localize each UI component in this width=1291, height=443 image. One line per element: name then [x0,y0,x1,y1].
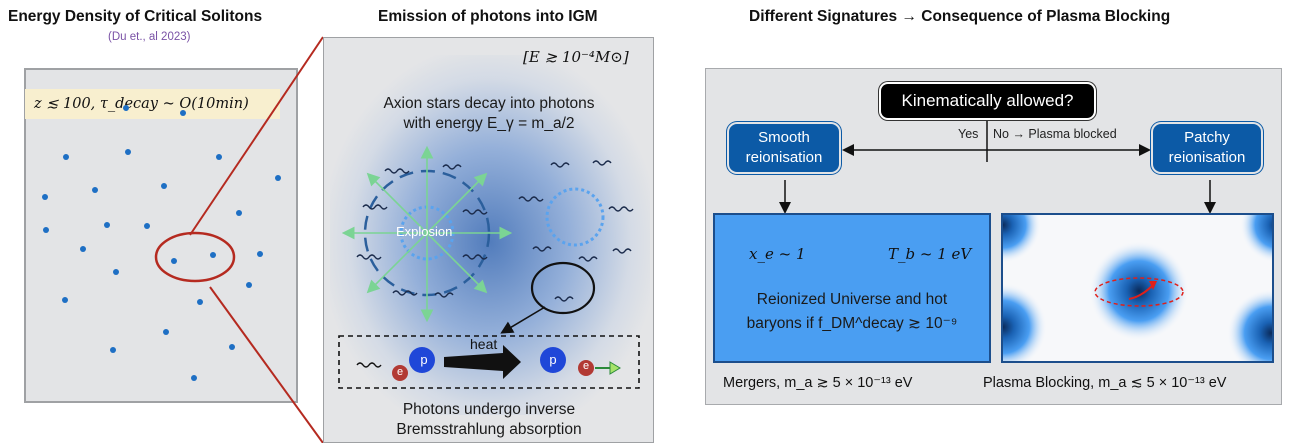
arrowhead-icon [1149,281,1157,290]
smooth-reionisation-box: Smooth reionisation [729,124,839,172]
soliton-dot [210,252,216,258]
reionized-line-1: Reionized Universe and hot [756,291,948,308]
electron-icon-after [578,360,594,376]
photon-wave-icon [356,362,382,368]
heat-label: heat [470,336,498,352]
soliton-dot [123,105,129,111]
kinematics-question-text: Kinematically allowed? [901,91,1074,110]
soliton-dot [161,183,167,189]
explosion-label: Explosion [396,224,453,239]
blocked-photon-arrow [1128,284,1154,300]
bremsstrahlung-line-1: Photons undergo inverse [402,401,576,418]
right-title: Different Signatures → Consequence of Pl… [749,8,1171,25]
soliton-dot [62,297,68,303]
blocked-region-ellipse [1094,277,1184,307]
electron-label: e [396,366,404,378]
bremsstrahlung-line-2: Bremsstrahlung absorption [396,421,582,438]
flow-arrows [779,120,1216,214]
zoom-ellipse [154,231,236,283]
soliton-dot [257,251,263,257]
soliton-dot [42,194,48,200]
solitons-panel [24,68,298,403]
patchy-line-1: Patchy [1184,129,1230,146]
proton-icon-after [540,347,566,373]
soliton-dot [275,175,281,181]
ionized-bubble [1227,289,1272,361]
soliton-dot [191,375,197,381]
baryon-temperature: T_b ~ 1 eV [888,245,972,263]
blocking-caption: Plasma Blocking, m_a ≲ 5 × 10⁻¹³ eV [983,375,1227,391]
soliton-dot [63,154,69,160]
ionized-bubble [1003,283,1047,361]
mergers-caption: Mergers, m_a ≳ 5 × 10⁻¹³ eV [723,375,913,391]
middle-title: Emission of photons into IGM [378,8,598,25]
proton-label-after: p [549,352,557,367]
reionized-line-2: baryons if f_DM^decay ≳ 10⁻⁹ [746,315,958,332]
soliton-dot [229,344,235,350]
proton-icon [409,347,435,373]
zoom-line-bottom [209,286,324,443]
soliton-dot [92,187,98,193]
soliton-dot [80,246,86,252]
zoom-arrow [500,306,546,334]
redshift-condition: z ≲ 100, τ_decay ~ O(10min) [25,89,280,119]
patchy-line-2: reionisation [1168,149,1246,166]
central-bubble [1089,241,1189,341]
soliton-dot [110,347,116,353]
soliton-dot [113,269,119,275]
yes-label: Yes [958,127,979,141]
soliton-dot [43,227,49,233]
zoom-line-top [189,36,324,236]
left-title: Energy Density of Critical Solitons [8,8,263,25]
decay-line-1: Axion stars decay into photons [383,95,595,112]
electron-motion-arrow-icon [609,361,621,375]
soliton-dot [216,154,222,160]
soliton-dot [163,329,169,335]
soliton-dot [197,299,203,305]
absorption-box [338,335,640,389]
patchy-bubbles [1003,215,1272,361]
decaying-star [500,160,634,334]
smooth-line-2: reionisation [745,149,823,166]
heat-arrow-icon [444,345,521,379]
kinematics-question: Kinematically allowed? [881,84,1094,118]
exploding-star [341,145,513,323]
patchy-result-box [1001,213,1274,363]
smooth-line-1: Smooth [758,129,810,146]
smooth-result-box [713,213,991,363]
electron-label-after: e [582,360,590,372]
soliton-dot [180,110,186,116]
soliton-dot [125,149,131,155]
no-label: No → Plasma blocked [993,127,1117,141]
ionized-bubble [1240,215,1272,263]
soliton-dot [171,258,177,264]
patchy-reionisation-box: Patchy reionisation [1153,124,1261,172]
decay-line-2: with energy E_γ = m_a/2 [403,115,575,132]
soliton-dot [104,222,110,228]
energy-condition: [E ≳ 10⁻⁴M⊙] [523,48,629,66]
explosion-diagram [338,145,640,389]
ionization-fraction: x_e ~ 1 [749,245,806,263]
soliton-dot [246,282,252,288]
proton-label: p [420,352,428,367]
zoom-circle [530,261,596,315]
electron-icon [392,365,408,381]
ionized-bubble [1003,215,1041,263]
redshift-condition-text: z ≲ 100, τ_decay ~ O(10min) [34,96,249,112]
soliton-dot [236,210,242,216]
soliton-dot [144,223,150,229]
left-citation: (Du et., al 2023) [108,31,191,43]
